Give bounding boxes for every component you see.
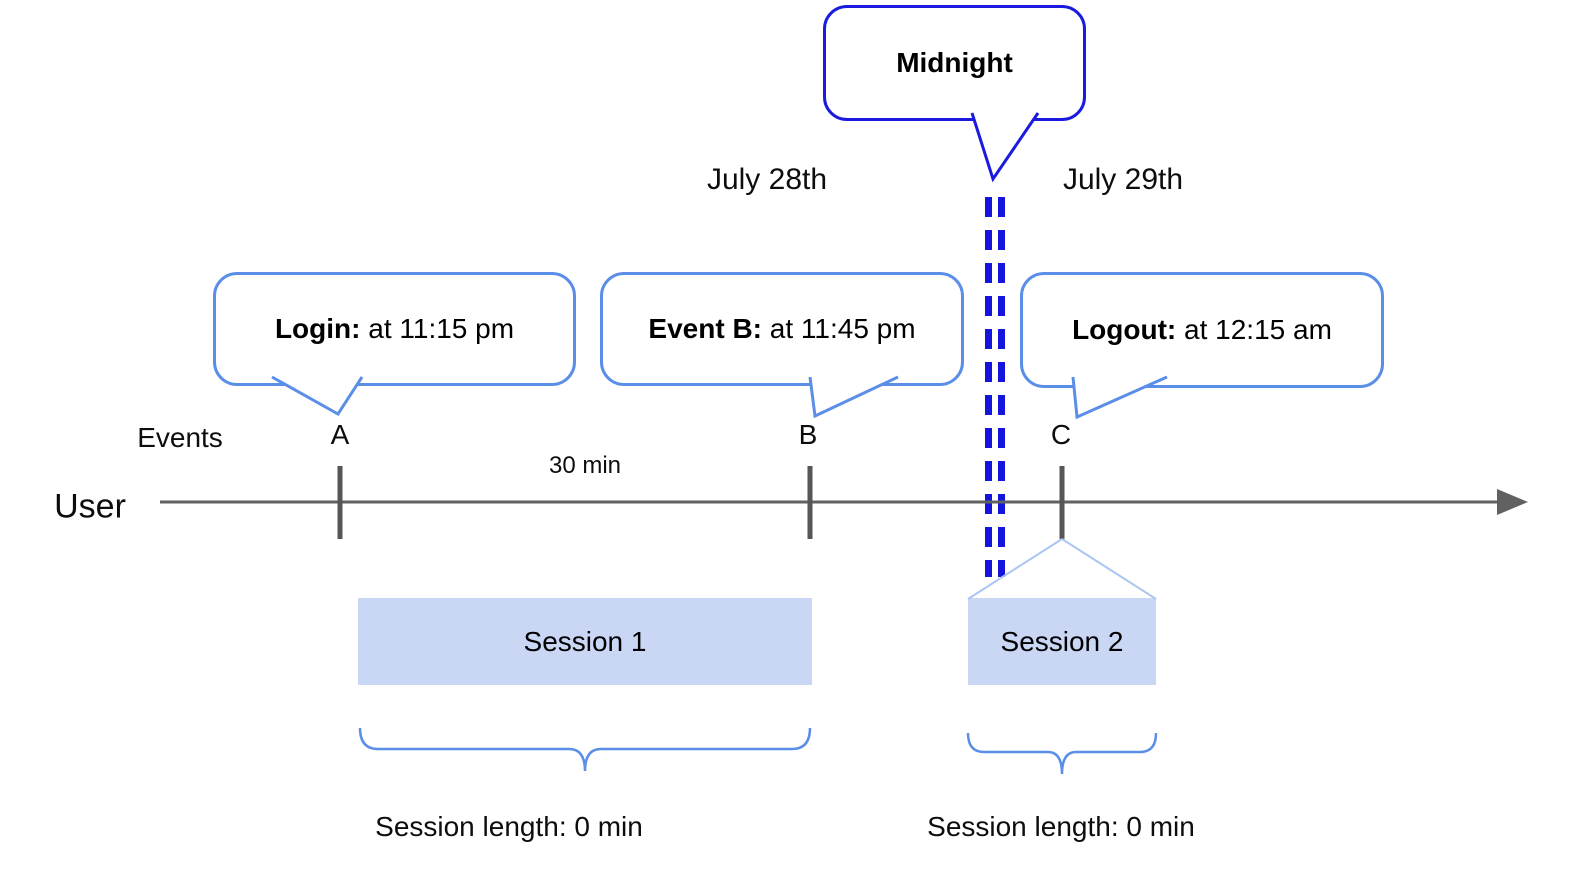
events-axis-label: Events <box>137 422 223 453</box>
midnight-bubble-tail <box>972 111 1038 179</box>
logout-label: Logout: at 12:15 am <box>1072 314 1332 346</box>
event-tick-marks <box>337 466 1065 539</box>
event-c-letter: C <box>1050 419 1072 450</box>
interval-30min-label: 30 min <box>548 452 622 479</box>
session-1-label: Session 1 <box>523 625 647 657</box>
date-july-29: July 29th <box>1062 163 1184 196</box>
midnight-dashed-lines <box>985 197 1005 577</box>
user-axis-label: User <box>54 487 126 526</box>
session-1-length-label: Session length: 0 min <box>375 811 643 842</box>
midnight-label: Midnight <box>896 47 1013 78</box>
event-b-label: Event B: at 11:45 pm <box>648 313 915 345</box>
session-1-box: Session 1 <box>358 598 812 685</box>
logout-callout-bubble: Logout: at 12:15 am <box>1020 272 1384 388</box>
login-label-time: at 11:15 pm <box>360 313 515 344</box>
date-july-28: July 28th <box>706 163 828 196</box>
logout-label-time: at 12:15 am <box>1176 314 1332 345</box>
login-label: Login: at 11:15 pm <box>275 313 514 345</box>
event-b-label-time: at 11:45 pm <box>762 313 916 344</box>
midnight-callout-bubble: Midnight <box>823 5 1086 121</box>
event-b-letter: B <box>798 419 818 450</box>
logout-label-bold: Logout: <box>1072 314 1177 345</box>
session-1-brace <box>358 727 812 772</box>
session-2-brace <box>966 732 1158 775</box>
session-2-length-label: Session length: 0 min <box>927 811 1195 842</box>
session-2-label: Session 2 <box>1000 625 1124 657</box>
event-a-letter: A <box>330 419 350 450</box>
session-length-braces <box>358 727 1158 775</box>
session-2-box: Session 2 <box>968 598 1156 685</box>
event-b-label-bold: Event B: <box>648 313 762 344</box>
login-callout-bubble: Login: at 11:15 pm <box>213 272 576 386</box>
login-label-bold: Login: <box>274 313 361 344</box>
user-timeline-arrow <box>160 489 1528 515</box>
session-2-roof-lines <box>967 538 1157 600</box>
event-b-callout-bubble: Event B: at 11:45 pm <box>600 272 964 386</box>
